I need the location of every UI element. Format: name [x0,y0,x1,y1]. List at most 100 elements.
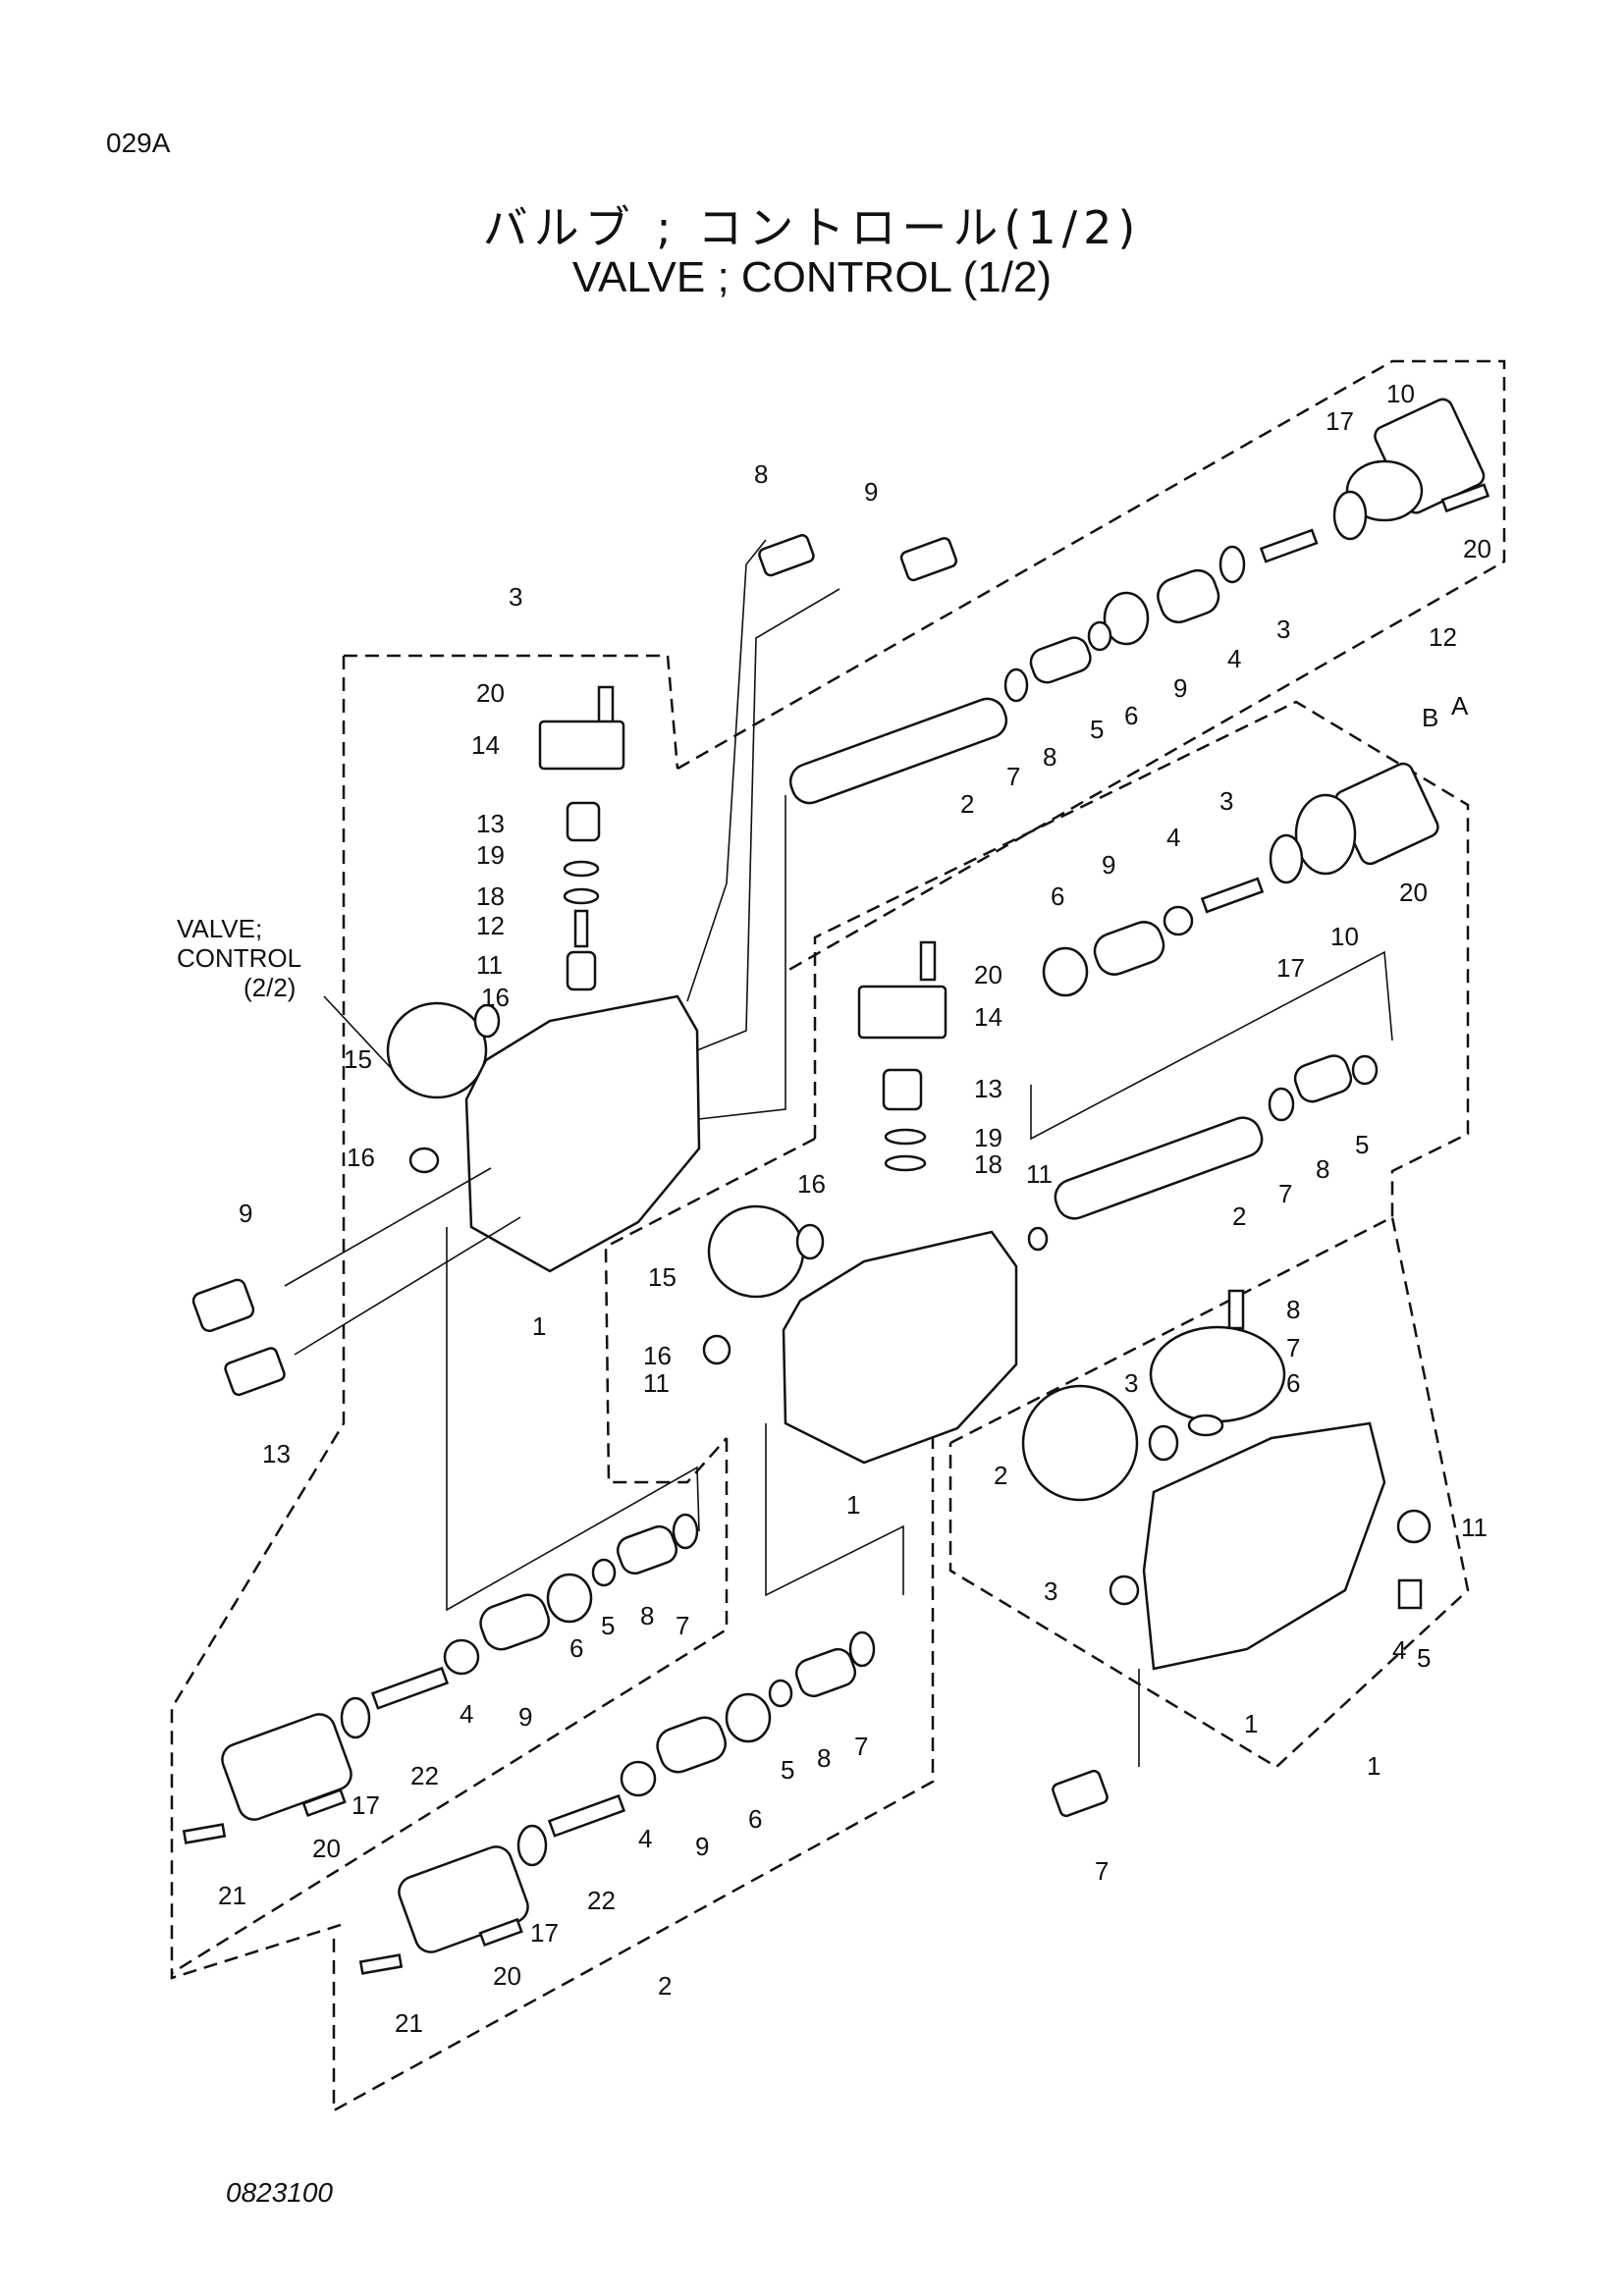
callout: 8 [754,459,768,489]
callout: 22 [587,1886,616,1915]
block-14-middle [857,985,947,1040]
callout: 6 [748,1804,762,1834]
callout: 14 [471,730,500,760]
callout: 16 [481,983,510,1012]
o-ring-18-left [563,887,600,905]
callout: 8 [817,1743,831,1773]
callout: 21 [395,2008,423,2038]
callout: 15 [344,1044,372,1074]
leader-9-upper [696,588,840,1051]
leader-bracket-left [446,1227,700,1612]
plug-13-left [566,801,601,842]
spool-2-upper [788,697,1008,805]
callout: 6 [1286,1368,1300,1398]
seat-4-lower-left [443,1638,480,1676]
callout: 16 [643,1341,672,1370]
callout: 9 [695,1832,709,1861]
bolt-20-lower-left [301,1788,347,1818]
o-ring-16-middle-side [702,1334,731,1365]
assembly-boundaries [170,359,1506,2113]
callout: 9 [239,1199,252,1228]
boundary-lower-left [171,1438,729,1975]
callout: 13 [476,809,505,838]
valve-body-1-left [464,994,701,1273]
seat-5-lower-left [591,1558,617,1587]
plug-9-upper [899,537,958,582]
stem-22-lower [547,1793,626,1838]
callout: 17 [1326,406,1354,436]
boundary-upper-spool [677,359,1506,974]
callout: 19 [476,840,505,870]
seat-7-lower [848,1630,876,1668]
o-ring-16-middle [795,1223,825,1260]
leader-9-left [284,1167,492,1287]
callout: 8 [1316,1154,1329,1184]
title-english: VALVE ; CONTROL (1/2) [571,253,1053,301]
page-code: 029A [106,128,171,158]
stem-3-middle [1200,877,1265,914]
boundary-middle-left [604,1137,816,1484]
callout: 1 [846,1490,860,1520]
callout: 11 [476,950,503,980]
callout: 7 [1006,762,1020,791]
o-ring-19-left [563,860,600,878]
leader-lines [284,539,1393,1767]
callout: 2 [994,1461,1007,1490]
callout: 4 [460,1699,473,1729]
callout: 18 [476,881,505,911]
spool-2-middle [1054,1116,1264,1220]
spring-12-left [573,909,589,948]
callout: 2 [658,1971,672,2001]
callout: 1 [532,1311,546,1341]
callout: 8 [640,1601,654,1630]
seat-5-middle [1351,1054,1379,1086]
callout: 4 [1227,644,1241,673]
retainer-6-lower-left [546,1573,593,1624]
o-ring-11-middle [1027,1226,1049,1252]
plug-13-left-bottom [224,1347,286,1397]
title-japanese: バルブ ; コントロール(1/2) [482,201,1142,254]
callout: 2 [960,789,974,819]
nut-11-right [1396,1509,1432,1544]
callout: 19 [974,1123,1002,1152]
o-ring-16-left-top [473,1003,501,1039]
bolt-20-upper [1440,483,1490,513]
retainer-6-lower [725,1692,772,1743]
piston-11-left [566,950,597,991]
flange-10-upper [1345,459,1424,522]
callout: 5 [781,1755,794,1785]
spring-8-lower [794,1647,857,1698]
leader-8-upper [686,539,767,1002]
leader-bracket-middle [1030,950,1393,1141]
reference-note-line1: VALVE; [177,914,262,943]
retainer-6-middle [1042,946,1089,997]
callout: 6 [1124,701,1138,730]
seat-4-upper [1218,545,1246,584]
callout-labels: 10 17 20 3 4 9 6 5 8 7 2 8 9 3 20 14 13 … [177,379,1491,2038]
o-ring-3-right-top [1148,1424,1179,1462]
callout: 17 [352,1790,380,1820]
callout: 13 [262,1439,291,1468]
callout: 16 [347,1143,375,1172]
callout: 8 [1043,742,1056,772]
callout: 22 [410,1761,439,1790]
boundary-left-outer [170,656,346,1980]
callout: 7 [676,1611,689,1640]
upper-spool-parts [758,398,1490,805]
plug-7-right [1052,1769,1109,1818]
spring-9-upper [1157,568,1220,624]
callout: 6 [1051,881,1064,911]
boundary-lower-section [332,1414,935,2113]
callout: 7 [854,1732,868,1761]
callout: B [1422,703,1438,732]
o-ring-2-right [1021,1384,1139,1502]
callout: 9 [1173,673,1187,703]
callout: 16 [797,1169,826,1199]
valve-body-1-right [1142,1421,1386,1671]
callout: A [1451,691,1469,721]
callout: 11 [1461,1513,1488,1542]
seat-5-lower [768,1679,793,1708]
callout: 4 [1166,823,1180,852]
callout: 12 [1429,622,1457,652]
